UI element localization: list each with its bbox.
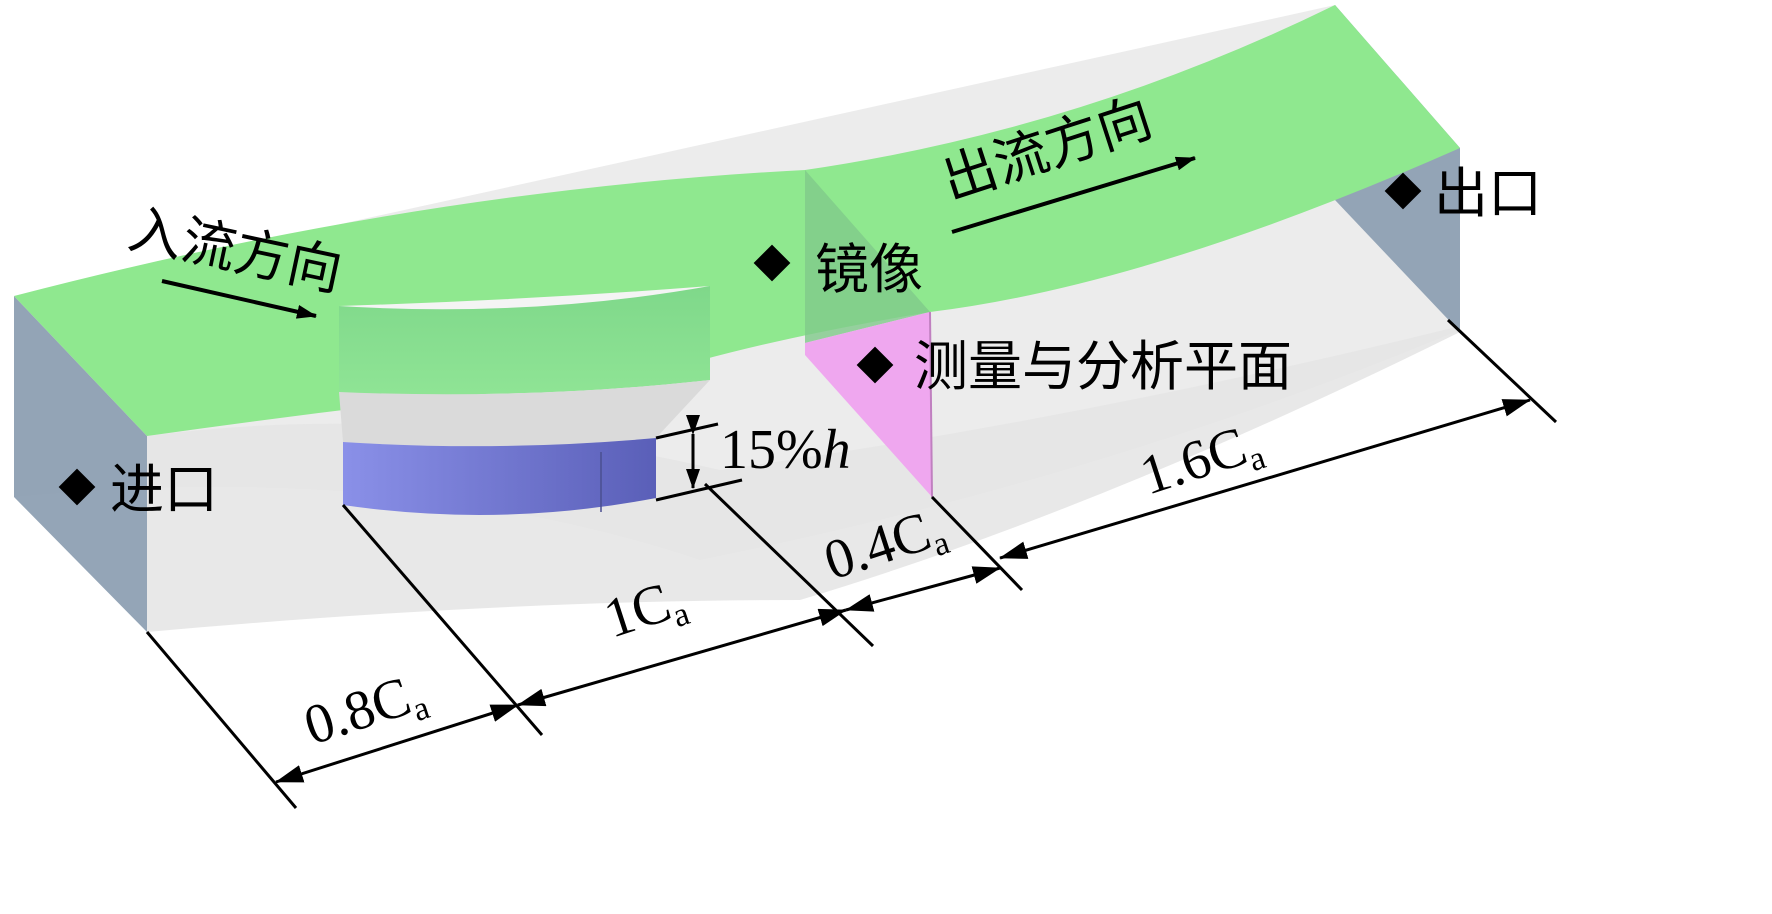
blade-tip-band xyxy=(343,438,656,515)
inlet-label: 进口 xyxy=(110,460,218,520)
measure-plane-marker-icon xyxy=(856,346,894,384)
blade-top-cap xyxy=(339,286,710,310)
inlet-face xyxy=(14,296,147,632)
blade-upper xyxy=(339,286,710,395)
dimension-arrow-blade_len xyxy=(517,608,847,707)
outlet-label: 出口 xyxy=(1434,164,1542,224)
mirror-marker-icon xyxy=(753,244,791,282)
mirror-label: 镜像 xyxy=(815,240,923,300)
dimension-arrow-plane_len xyxy=(845,566,1001,612)
svg-text:15%h: 15%h xyxy=(720,419,851,481)
measurement-plane xyxy=(805,312,932,497)
inflow-arrow xyxy=(161,279,317,319)
height-percent: 15% xyxy=(720,419,823,481)
inlet-marker-icon xyxy=(58,468,96,506)
height-dimension: 15%h xyxy=(655,415,851,502)
dimension-label-inlet_len: 0.8Ca xyxy=(297,661,434,763)
measure-plane-label: 测量与分析平面 xyxy=(914,337,1292,397)
height-symbol: h xyxy=(823,419,851,481)
blade-middle xyxy=(339,380,710,447)
dimension-arrows xyxy=(275,398,1531,784)
outlet-marker-icon xyxy=(1384,172,1422,210)
dimension-arrow-inlet_len xyxy=(275,703,519,784)
dimension-arrow-outlet_len xyxy=(999,398,1531,560)
mirror-plane-edge xyxy=(805,170,930,343)
outflow-arrow xyxy=(951,156,1196,234)
